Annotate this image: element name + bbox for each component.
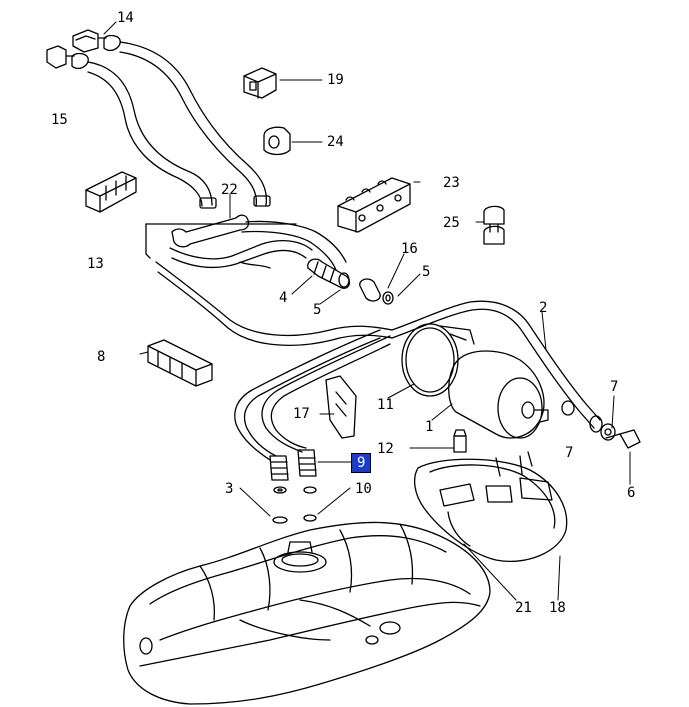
part-21-shield-edge-drawing	[447, 511, 471, 547]
washers-drawing	[272, 486, 317, 524]
callout-9-selected[interactable]: 9	[351, 453, 372, 473]
part-24-grommet-drawing	[263, 126, 291, 156]
callout-16[interactable]: 16	[401, 241, 418, 257]
part-17-bracket-drawing	[325, 375, 357, 439]
callout-13[interactable]: 13	[87, 256, 104, 272]
callout-22[interactable]: 22	[221, 182, 238, 198]
callout-24[interactable]: 24	[327, 134, 344, 150]
return-pipe-drawing	[155, 261, 393, 347]
part-15-connector-drawing	[46, 45, 89, 70]
callout-21[interactable]: 21	[515, 600, 532, 616]
callout-12[interactable]: 12	[377, 441, 394, 457]
callout-23[interactable]: 23	[443, 175, 460, 191]
callout-5-right[interactable]: 5	[422, 264, 431, 280]
part-19-bracket-drawing	[243, 67, 277, 99]
callout-11[interactable]: 11	[377, 397, 394, 413]
part-6-bolt-drawing	[605, 429, 641, 449]
fuel-tank-drawing	[123, 521, 491, 705]
part-1-canister-drawing	[448, 350, 549, 439]
leader-lines	[103, 21, 631, 601]
callout-7-bottom[interactable]: 7	[565, 445, 574, 461]
part-23-clip-drawing	[337, 177, 411, 233]
callout-10[interactable]: 10	[355, 481, 372, 497]
callout-8[interactable]: 8	[97, 349, 106, 365]
part-7-grommets-drawing	[561, 400, 616, 441]
part-18-heat-shield-drawing	[413, 451, 568, 562]
upper-fuel-pipes-drawing	[87, 41, 271, 209]
part-8-clip-drawing	[147, 339, 213, 387]
part-4-16-hose-assembly-drawing	[307, 258, 394, 305]
callout-2[interactable]: 2	[539, 300, 548, 316]
part-14-connector-drawing	[72, 29, 121, 53]
descending-pipes-drawing	[234, 329, 391, 461]
callout-18[interactable]: 18	[549, 600, 566, 616]
part-2-long-pipe-drawing	[391, 300, 601, 429]
part-12-bolt-drawing	[453, 429, 467, 453]
callout-4[interactable]: 4	[279, 290, 288, 306]
part-9-coupling-drawing	[297, 449, 317, 477]
part-3-coupling-drawing	[269, 455, 289, 481]
callout-19[interactable]: 19	[327, 72, 344, 88]
callout-7-top[interactable]: 7	[610, 379, 619, 395]
callout-3[interactable]: 3	[225, 481, 234, 497]
callout-15[interactable]: 15	[51, 112, 68, 128]
callout-1[interactable]: 1	[425, 419, 434, 435]
callout-17[interactable]: 17	[293, 406, 310, 422]
callout-14[interactable]: 14	[117, 10, 134, 26]
part-22-pipes-drawing	[145, 214, 347, 271]
callout-6[interactable]: 6	[627, 485, 636, 501]
part-25-clips-drawing	[483, 205, 505, 245]
callout-5-left[interactable]: 5	[313, 302, 322, 318]
callout-25[interactable]: 25	[443, 215, 460, 231]
part-13-clip-drawing	[85, 171, 137, 213]
